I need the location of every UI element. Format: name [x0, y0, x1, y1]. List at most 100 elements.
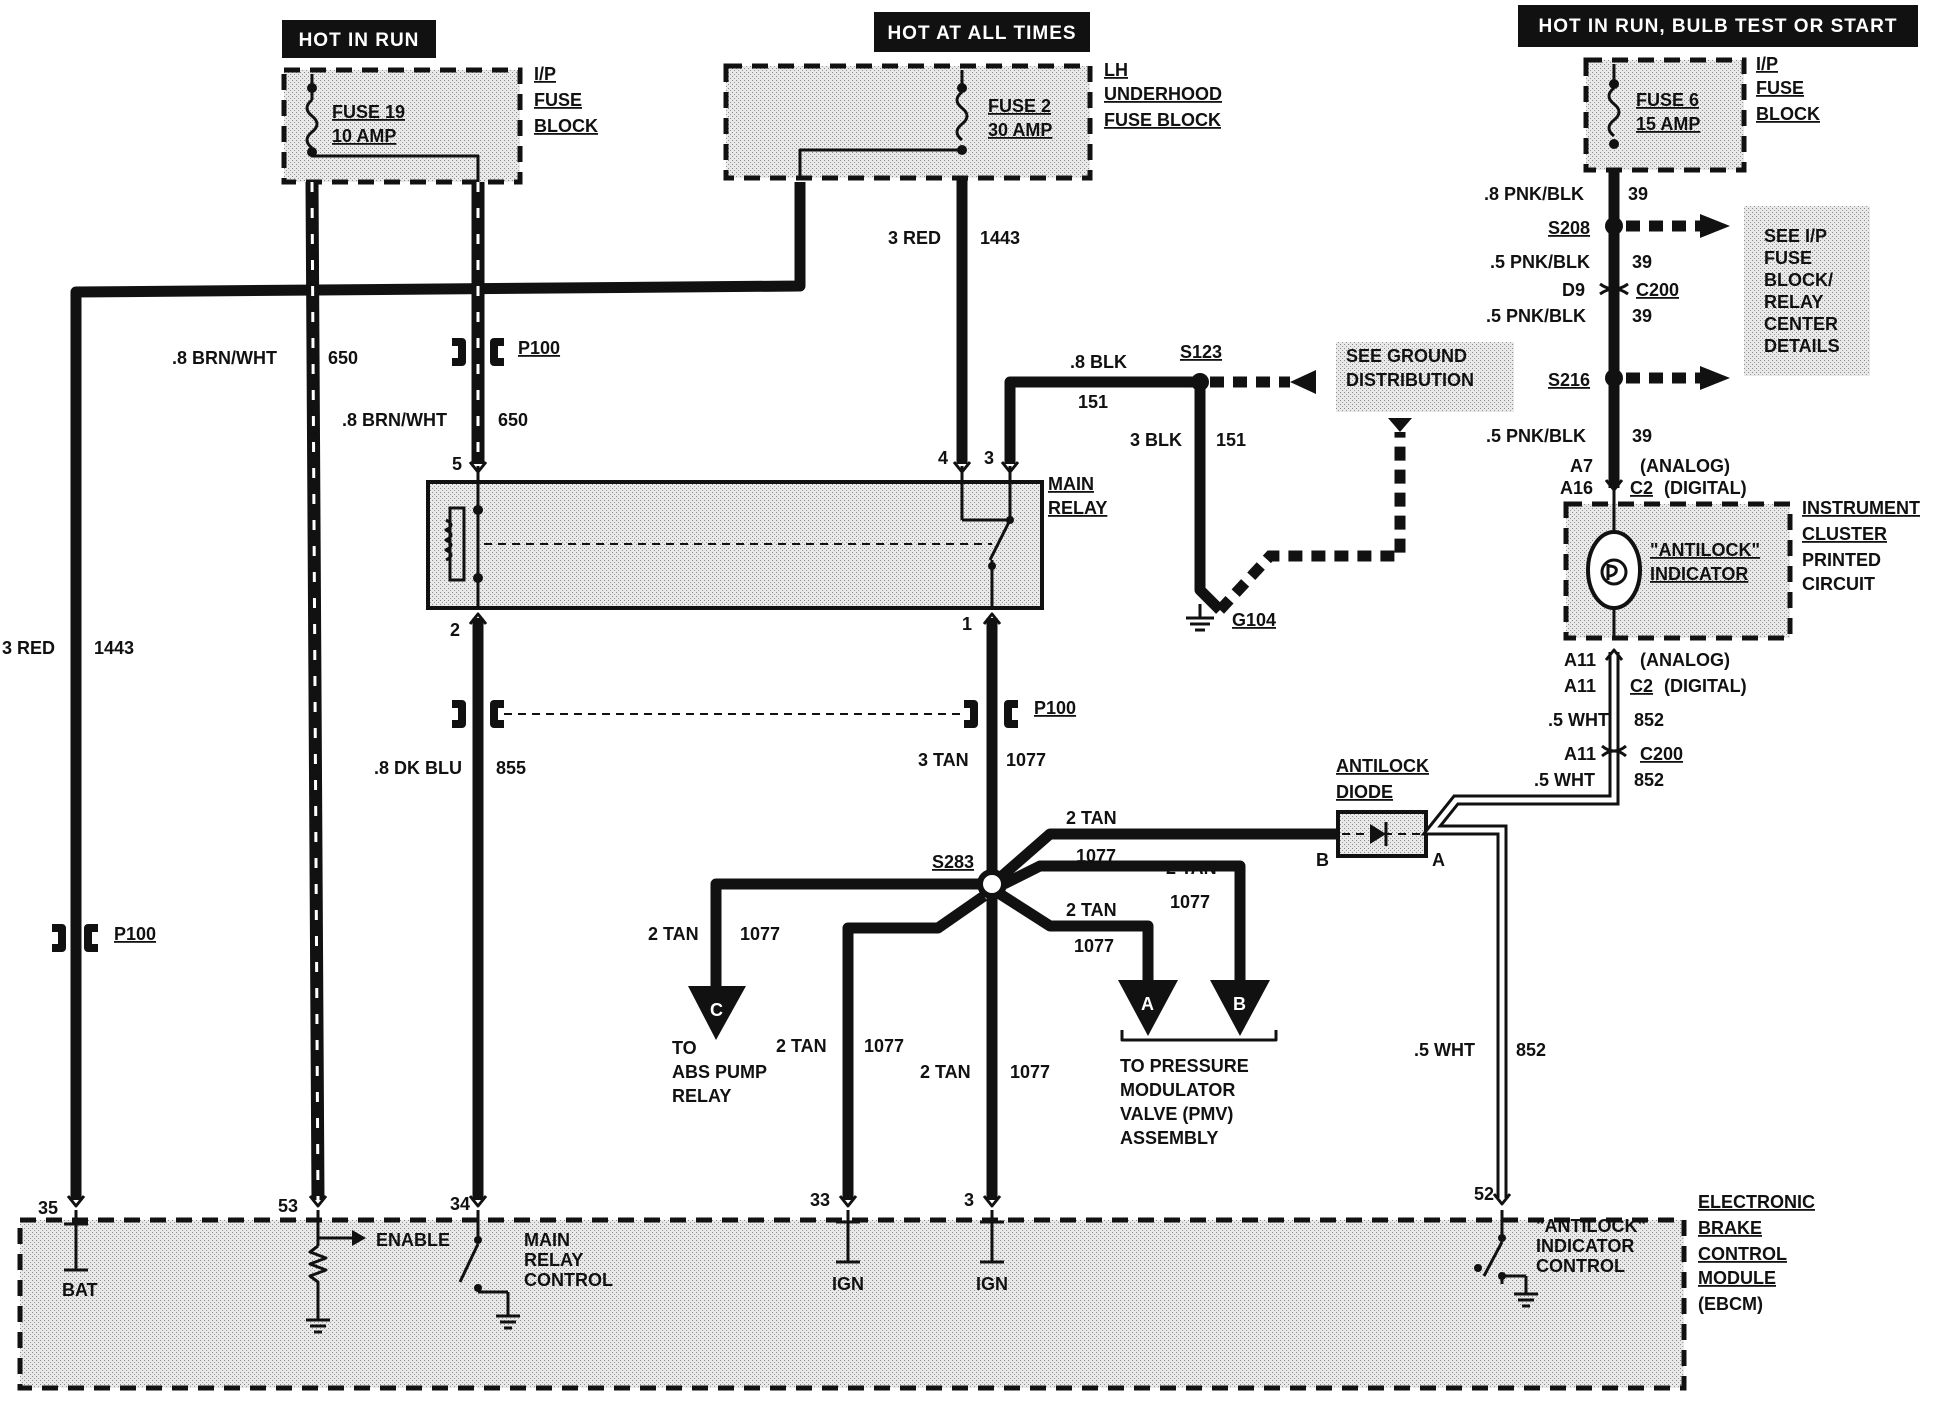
svg-text:1077: 1077 — [1010, 1062, 1050, 1082]
svg-text:.8 DK BLU: .8 DK BLU — [374, 758, 462, 778]
tan-branch-labels: 2 TAN 1077 2 TAN 1077 2 TAN 1077 2 TAN 1… — [648, 808, 1217, 1082]
wire-tan-to-pmv-a — [997, 889, 1154, 980]
ebcm-ign-33: IGN — [832, 1210, 864, 1294]
splice-s208-label: S208 — [1548, 218, 1590, 238]
svg-text:BAT: BAT — [62, 1280, 98, 1300]
svg-text:.5 PNK/BLK: .5 PNK/BLK — [1486, 306, 1586, 326]
svg-text:A7: A7 — [1570, 456, 1593, 476]
ip-fuse-block-label-left: I/P FUSE BLOCK — [534, 64, 598, 136]
svg-text:39: 39 — [1632, 426, 1652, 446]
svg-text:DISTRIBUTION: DISTRIBUTION — [1346, 370, 1474, 390]
fuse-2-label: FUSE 2 — [988, 96, 1051, 116]
p100-connector-top: P100 — [452, 338, 560, 366]
svg-text:MODULATOR: MODULATOR — [1120, 1080, 1235, 1100]
fuse-6-label: FUSE 6 — [1636, 90, 1699, 110]
wire-red-label: 3 RED 1443 — [2, 638, 134, 658]
svg-text:"ANTILOCK": "ANTILOCK" — [1650, 540, 1760, 560]
svg-text:HOT AT ALL TIMES: HOT AT ALL TIMES — [887, 23, 1076, 44]
svg-text:.8 BRN/WHT: .8 BRN/WHT — [342, 410, 447, 430]
ebcm-pin-labels: 35 53 34 33 3 52 — [38, 1184, 1494, 1218]
ebcm-antilock-indicator-control: "ANTILOCK" INDICATOR CONTROL — [1474, 1210, 1646, 1308]
svg-text:1: 1 — [962, 614, 972, 634]
svg-text:2 TAN: 2 TAN — [776, 1036, 827, 1056]
svg-text:A16: A16 — [1560, 478, 1593, 498]
svg-text:.5 WHT: .5 WHT — [1414, 1040, 1475, 1060]
c200-connector-bottom — [1601, 744, 1627, 758]
svg-text:RELAY: RELAY — [1048, 498, 1107, 518]
svg-text:39: 39 — [1628, 184, 1648, 204]
svg-text:ASSEMBLY: ASSEMBLY — [1120, 1128, 1218, 1148]
svg-text:P100: P100 — [1034, 698, 1076, 718]
instrument-cluster: "ANTILOCK" INDICATOR — [1563, 490, 1793, 641]
antilock-diode: B A — [1316, 810, 1445, 870]
svg-text:A11: A11 — [1564, 676, 1596, 696]
svg-text:I/P: I/P — [534, 64, 556, 84]
svg-text:2 TAN: 2 TAN — [1166, 858, 1217, 878]
svg-text:MODULE: MODULE — [1698, 1268, 1776, 1288]
cluster-connector-labels-bottom: A11 (ANALOG) A11 C2 (DIGITAL) .5 WHT 852… — [1534, 650, 1747, 790]
svg-text:.5 PNK/BLK: .5 PNK/BLK — [1486, 426, 1586, 446]
svg-text:B: B — [1233, 994, 1246, 1014]
svg-text:ENABLE: ENABLE — [376, 1230, 450, 1250]
svg-text:3 TAN: 3 TAN — [918, 750, 969, 770]
wire-blk-151 — [1004, 376, 1200, 464]
svg-text:PRINTED: PRINTED — [1802, 550, 1881, 570]
svg-text:CONTROL: CONTROL — [1536, 1256, 1625, 1276]
svg-text:4: 4 — [938, 448, 948, 468]
svg-text:(ANALOG): (ANALOG) — [1640, 650, 1730, 670]
svg-text:RELAY: RELAY — [524, 1250, 583, 1270]
wire-blk-label: .8 BLK 151 — [1070, 352, 1127, 412]
svg-text:650: 650 — [328, 348, 358, 368]
svg-text:1077: 1077 — [864, 1036, 904, 1056]
header-hot-at-all-times: HOT AT ALL TIMES — [874, 12, 1090, 52]
antilock-diode-label: ANTILOCK DIODE — [1336, 756, 1429, 802]
wire-blk-to-g104 — [1194, 382, 1224, 614]
svg-text:3 BLK: 3 BLK — [1130, 430, 1182, 450]
svg-text:INSTRUMENT: INSTRUMENT — [1802, 498, 1920, 518]
splice-s216 — [1605, 369, 1623, 387]
svg-text:IGN: IGN — [976, 1274, 1008, 1294]
svg-text:A: A — [1432, 850, 1445, 870]
abs-pump-relay-label: TO ABS PUMP RELAY — [672, 1038, 767, 1106]
cluster-connector-labels-top: A7 A16 (ANALOG) C2 (DIGITAL) — [1560, 456, 1747, 498]
svg-text:650: 650 — [498, 410, 528, 430]
svg-text:LH: LH — [1104, 60, 1128, 80]
fuse-19-block: FUSE 19 10 AMP — [281, 67, 523, 185]
see-ground-distribution: SEE GROUND DISTRIBUTION — [1336, 342, 1514, 412]
header-hot-in-run: HOT IN RUN — [282, 20, 436, 58]
svg-text:FUSE BLOCK: FUSE BLOCK — [1104, 110, 1221, 130]
ebcm-enable-input: ENABLE — [306, 1210, 450, 1334]
svg-text:C200: C200 — [1636, 280, 1679, 300]
svg-text:B: B — [1316, 850, 1329, 870]
wire-wht-label-lower: .5 WHT 852 — [1414, 1040, 1546, 1060]
svg-text:CONTROL: CONTROL — [1698, 1244, 1787, 1264]
svg-text:HOT IN RUN, BULB TEST OR START: HOT IN RUN, BULB TEST OR START — [1539, 16, 1898, 37]
svg-text:CLUSTER: CLUSTER — [1802, 524, 1887, 544]
svg-text:D9: D9 — [1562, 280, 1585, 300]
svg-text:35: 35 — [38, 1198, 58, 1218]
wire-tan-to-ign33 — [842, 891, 988, 1200]
ebcm-bat-input: BAT — [62, 1210, 98, 1300]
wire-wht-852 — [1420, 652, 1620, 1198]
pmv-assembly-label: TO PRESSURE MODULATOR VALVE (PMV) ASSEMB… — [1120, 1056, 1249, 1148]
wire-brn-wht-650 — [305, 181, 325, 1201]
svg-text:852: 852 — [1634, 770, 1664, 790]
svg-text:DETAILS: DETAILS — [1764, 336, 1840, 356]
svg-text:.5 WHT: .5 WHT — [1534, 770, 1595, 790]
svg-text:3 RED: 3 RED — [2, 638, 55, 658]
header-hot-in-run-bulb-test: HOT IN RUN, BULB TEST OR START — [1518, 5, 1918, 47]
svg-text:C2: C2 — [1630, 676, 1653, 696]
ebcm-ign-3: IGN — [976, 1210, 1008, 1294]
svg-text:1443: 1443 — [94, 638, 134, 658]
svg-text:2 TAN: 2 TAN — [920, 1062, 971, 1082]
main-relay-label: MAIN RELAY — [1048, 474, 1107, 518]
svg-text:1443: 1443 — [980, 228, 1020, 248]
svg-text:HOT IN RUN: HOT IN RUN — [299, 30, 420, 51]
wire-tan-to-diode — [998, 828, 1338, 881]
svg-text:MAIN: MAIN — [524, 1230, 570, 1250]
fuse-19-label: FUSE 19 — [332, 102, 405, 122]
svg-text:855: 855 — [496, 758, 526, 778]
svg-text:TO PRESSURE: TO PRESSURE — [1120, 1056, 1249, 1076]
svg-text:ELECTRONIC: ELECTRONIC — [1698, 1192, 1815, 1212]
svg-text:A: A — [1141, 994, 1154, 1014]
